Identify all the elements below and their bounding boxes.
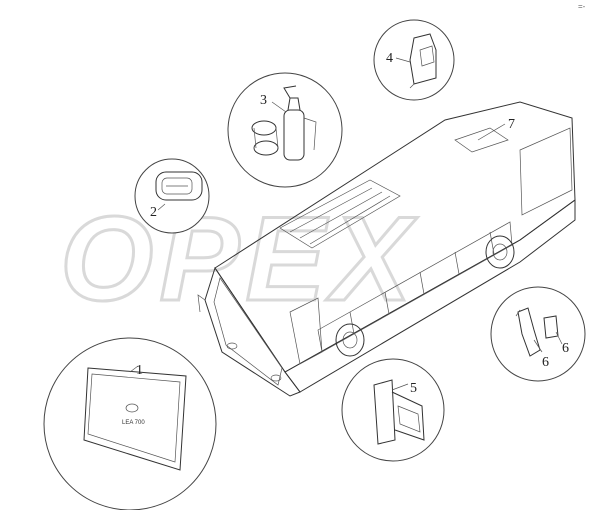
callout-2: 2 [150, 205, 157, 220]
callout-4: 4 [386, 51, 393, 66]
callout-6b: 6 [562, 341, 569, 356]
corner-mark: =- [578, 2, 586, 11]
callout-7: 7 [508, 117, 515, 132]
part-4-hammer-holder: 4 [373, 19, 455, 101]
leader-7 [477, 123, 506, 141]
part-5-bracket: 5 [341, 358, 445, 462]
callout-1: 1 [136, 363, 143, 378]
callout-3: 3 [260, 93, 267, 108]
part-1-sign-board: LEA 700 1 [43, 337, 217, 510]
callout-6a: 6 [542, 355, 549, 370]
watermark-text: OPEX [60, 192, 418, 326]
part-3-extinguisher: 3 [227, 72, 343, 188]
sign-text: LEA 700 [122, 420, 145, 426]
watermark: OPEX [59, 191, 418, 328]
part-6-mirror: 6 6 [490, 286, 586, 382]
part-2-display: 2 [134, 158, 210, 234]
callout-5: 5 [410, 381, 417, 396]
bus-illustration [197, 101, 576, 397]
